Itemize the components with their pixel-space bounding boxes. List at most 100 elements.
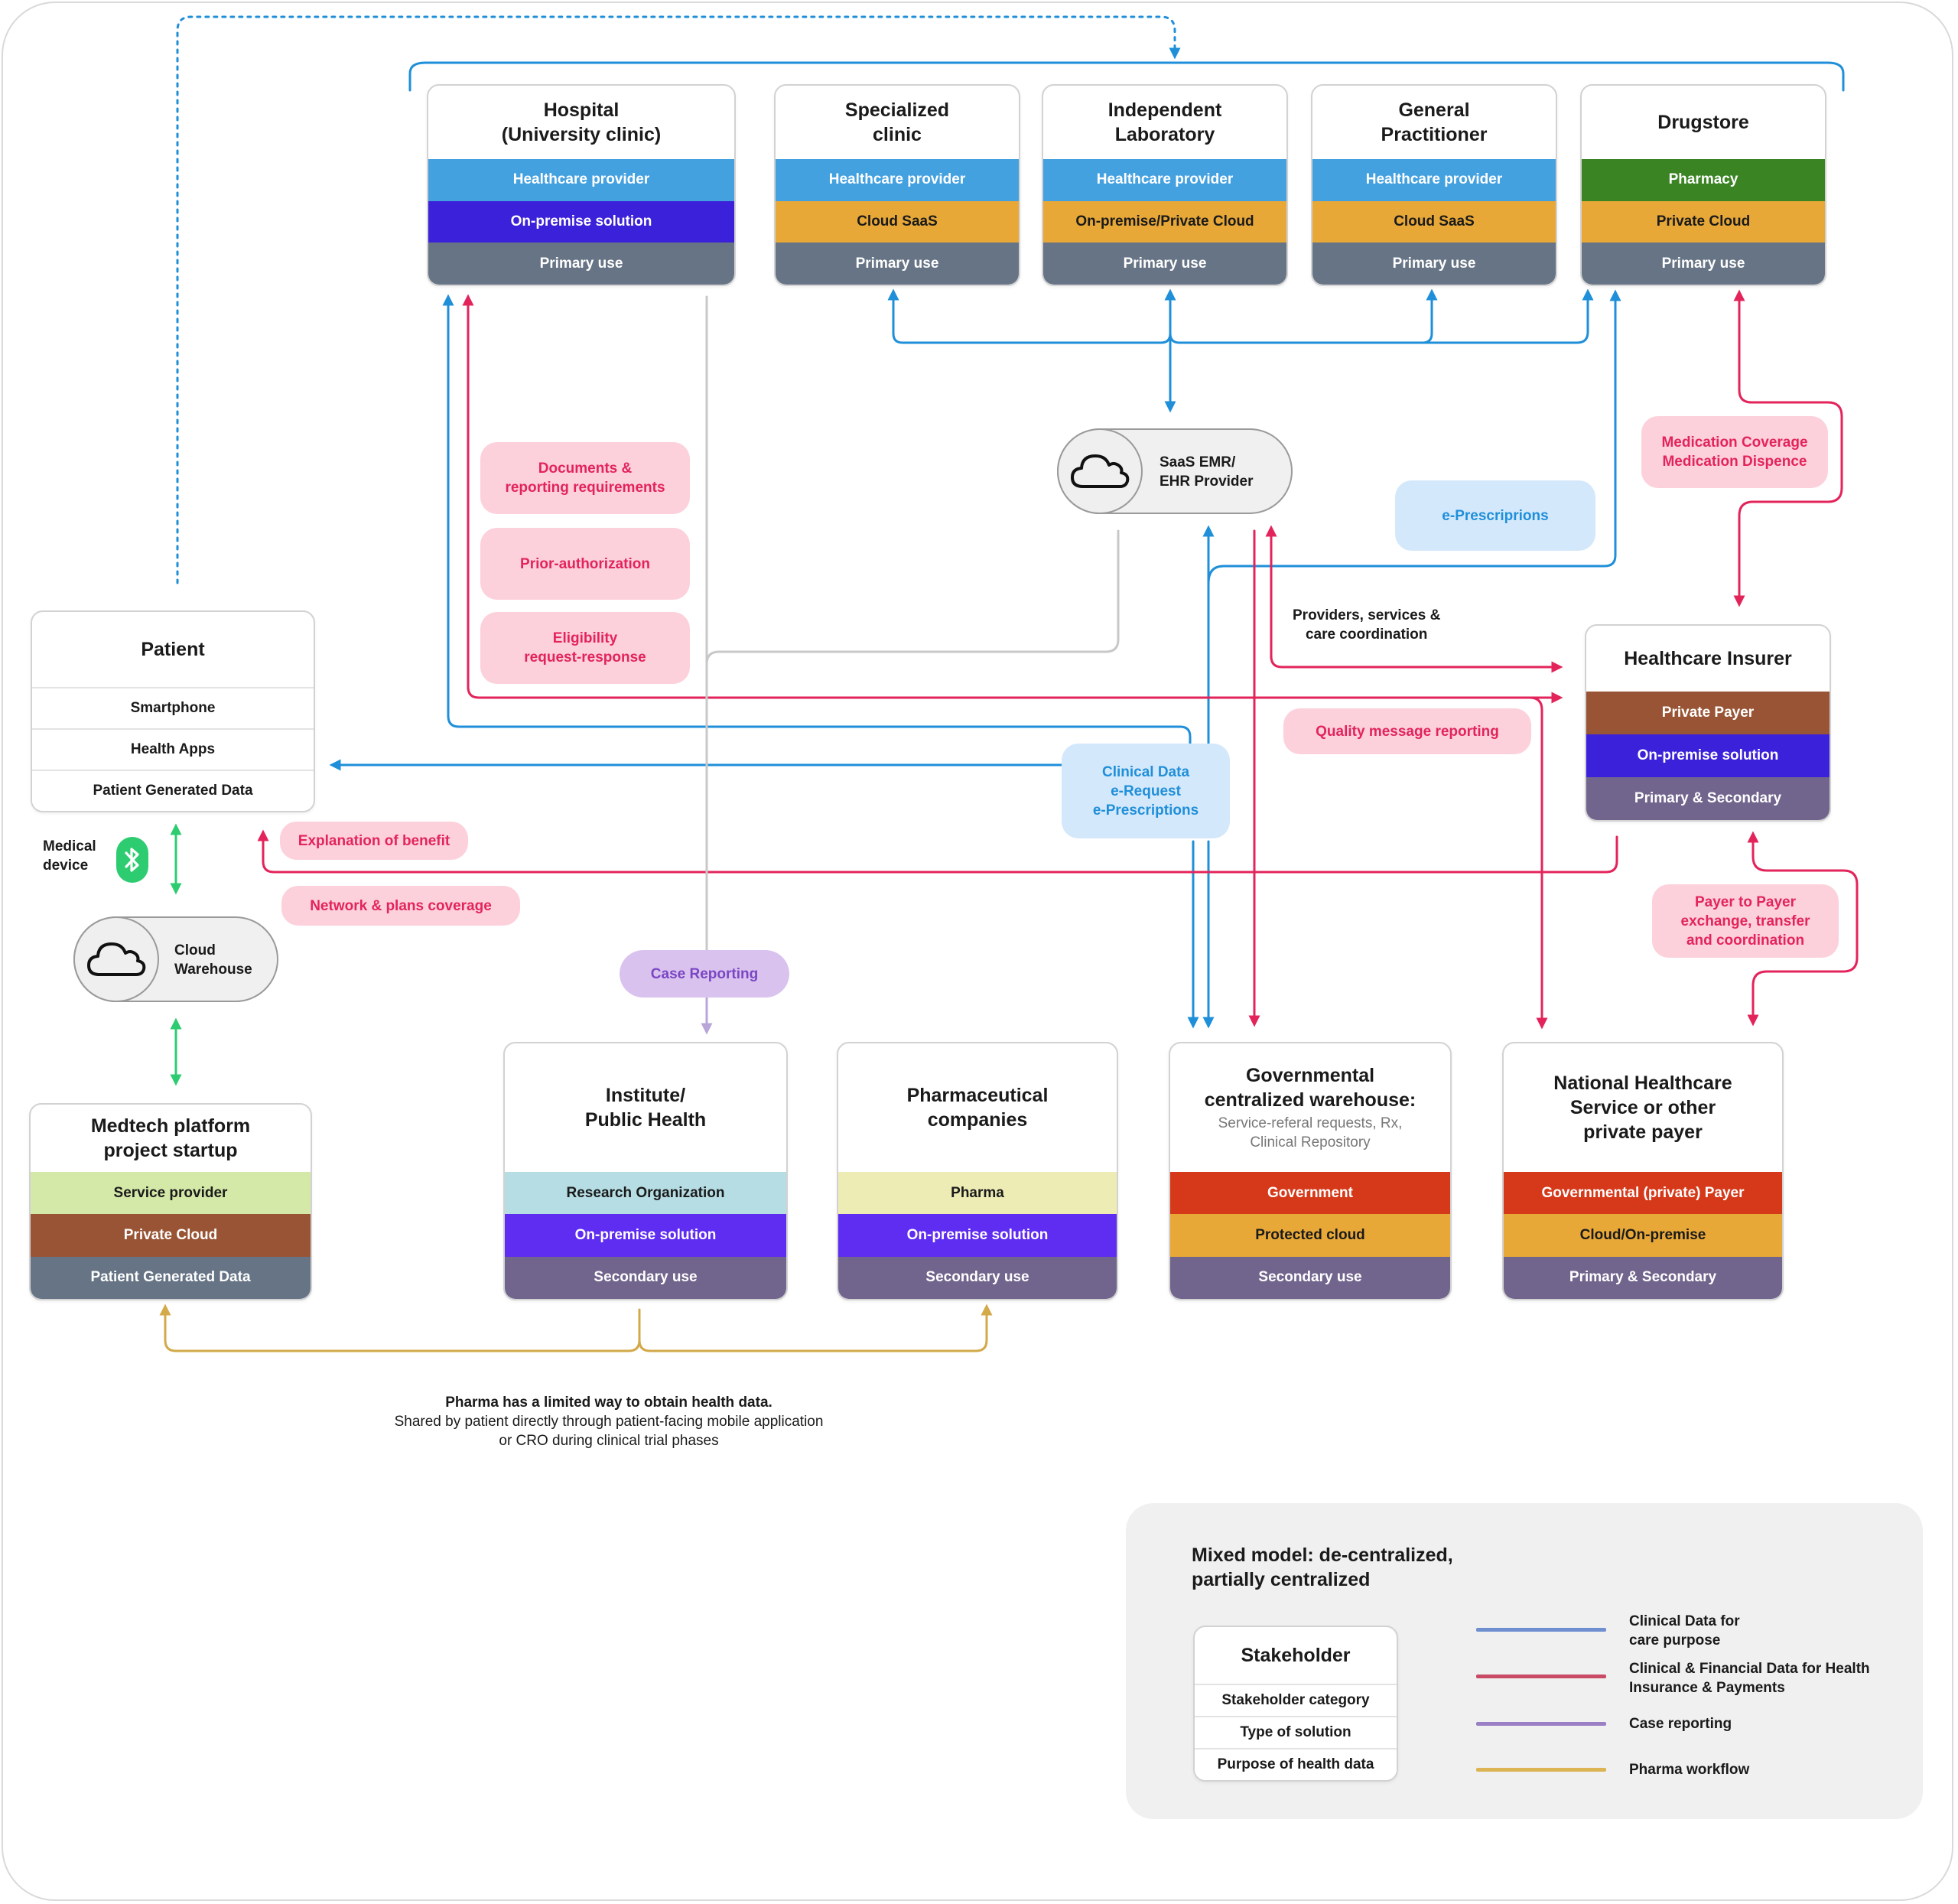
patient-row-health-apps: Health Apps	[32, 728, 314, 770]
stakeholder-card-healthcare-insurer[interactable]: Healthcare Insurer Private Payer On-prem…	[1585, 624, 1831, 822]
card-title: Medtech platform project startup	[90, 1115, 251, 1161]
data-purpose: Primary use	[776, 242, 1019, 285]
patient-row-smartphone: Smartphone	[32, 687, 314, 728]
pharma-note: Pharma has a limited way to obtain healt…	[329, 1374, 889, 1450]
label-medical-device: Medical device	[43, 838, 96, 874]
link-pink-payer-payer	[1747, 837, 1859, 1027]
top-row-bracket	[408, 61, 1845, 92]
label-documents-reporting: Documents & reporting requirements	[480, 442, 690, 514]
dotted-link-patient-top	[176, 15, 1181, 584]
label-case-reporting: Case Reporting	[620, 950, 789, 998]
link-pink-insurer-patient	[257, 829, 1618, 874]
stakeholder-category: Government	[1170, 1172, 1450, 1215]
stakeholder-card-drugstore[interactable]: Drugstore Pharmacy Private Cloud Primary…	[1580, 84, 1826, 286]
stakeholder-category: Healthcare provider	[428, 159, 734, 201]
stakeholder-category: Healthcare provider	[776, 159, 1019, 201]
data-purpose: Primary use	[1312, 242, 1556, 285]
label-explanation-of-benefit: Explanation of benefit	[280, 822, 468, 860]
pharma-note-bold: Pharma has a limited way to obtain healt…	[445, 1395, 772, 1411]
card-title: Healthcare Insurer	[1624, 648, 1792, 669]
data-purpose: Primary & Secondary	[1586, 777, 1830, 820]
patient-row-generated-data: Patient Generated Data	[32, 770, 314, 811]
stakeholder-card-national-payer[interactable]: National Healthcare Service or other pri…	[1502, 1042, 1784, 1300]
label-medication-coverage: Medication Coverage Medication Dispence	[1641, 416, 1828, 488]
data-purpose: Secondary use	[505, 1256, 786, 1299]
label-network-plans: Network & plans coverage	[281, 886, 520, 926]
stakeholder-category: Research Organization	[505, 1172, 786, 1215]
legend-row-solution: Type of solution	[1195, 1716, 1397, 1748]
stakeholder-card-government-warehouse[interactable]: Governmental centralized warehouse: Serv…	[1169, 1042, 1452, 1300]
solution-type: Private Cloud	[1582, 200, 1825, 243]
data-purpose: Patient Generated Data	[31, 1256, 311, 1299]
saas-emr-label: SaaS EMR/ EHR Provider	[1160, 454, 1254, 490]
link-pink-saas-insurer	[1270, 529, 1563, 673]
solution-type: On-premise solution	[428, 200, 734, 243]
data-purpose: Primary & Secondary	[1504, 1256, 1782, 1299]
stakeholder-category: Pharmacy	[1582, 159, 1825, 201]
saas-emr-provider-node[interactable]: SaaS EMR/ EHR Provider	[1057, 428, 1293, 514]
stakeholder-card-specialized-clinic[interactable]: Specialized clinic Healthcare provider C…	[774, 84, 1020, 286]
stakeholder-card-public-health[interactable]: Institute/ Public Health Research Organi…	[503, 1042, 788, 1300]
legend-label-insurance: Clinical & Financial Data for Health Ins…	[1629, 1661, 1870, 1696]
stakeholder-category: Governmental (private) Payer	[1504, 1172, 1782, 1215]
link-gold-pharma	[164, 1308, 988, 1352]
cloud-icon	[73, 916, 159, 1002]
legend-label-clinical: Clinical Data for care purpose	[1629, 1613, 1740, 1649]
stakeholder-category: Healthcare provider	[1043, 159, 1286, 201]
card-title: General Practitioner	[1381, 99, 1488, 145]
cloud-warehouse-node[interactable]: Cloud Warehouse	[73, 916, 278, 1002]
solution-type: Cloud SaaS	[776, 200, 1019, 243]
stakeholder-card-independent-laboratory[interactable]: Independent Laboratory Healthcare provid…	[1042, 84, 1288, 286]
stakeholder-card-medtech[interactable]: Medtech platform project startup Service…	[29, 1103, 312, 1300]
data-purpose: Primary use	[428, 242, 734, 285]
card-title: Independent Laboratory	[1107, 99, 1222, 145]
solution-type: On-premise solution	[1586, 734, 1830, 777]
legend-label-pharma: Pharma workflow	[1629, 1762, 1750, 1778]
label-eligibility: Eligibility request-response	[480, 612, 690, 684]
card-title: National Healthcare Service or other pri…	[1553, 1072, 1732, 1143]
data-purpose: Primary use	[1582, 242, 1825, 285]
link-blue-hospital	[442, 294, 1192, 747]
stakeholder-card-hospital[interactable]: Hospital (University clinic) Healthcare …	[427, 84, 736, 286]
label-quality-message: Quality message reporting	[1283, 708, 1531, 754]
card-title: Hospital (University clinic)	[501, 99, 662, 145]
solution-type: Cloud SaaS	[1312, 200, 1556, 243]
legend-row-category: Stakeholder category	[1195, 1684, 1397, 1716]
label-prior-authorization: Prior-authorization	[480, 528, 690, 600]
stakeholder-card-patient[interactable]: Patient Smartphone Health Apps Patient G…	[31, 610, 315, 812]
link-saas-to-top-row	[892, 293, 1589, 407]
label-e-prescriptions: e-Prescriprions	[1395, 480, 1595, 551]
cloud-icon	[1057, 428, 1143, 514]
legend-panel: Mixed model: de-centralized, partially c…	[1126, 1503, 1923, 1819]
legend-label-case: Case reporting	[1629, 1716, 1732, 1732]
data-purpose: Secondary use	[838, 1256, 1117, 1299]
link-blue-drugstore	[1207, 289, 1621, 584]
link-pink-drugstore-insurer	[1733, 292, 1843, 607]
stakeholder-category: Service provider	[31, 1172, 311, 1215]
stakeholder-card-general-practitioner[interactable]: General Practitioner Healthcare provider…	[1311, 84, 1557, 286]
legend-swatch-case	[1476, 1722, 1606, 1726]
stakeholder-category: Pharma	[838, 1172, 1117, 1215]
legend-swatch-pharma	[1476, 1768, 1606, 1772]
label-payer-to-payer: Payer to Payer exchange, transfer and co…	[1652, 884, 1839, 958]
label-providers-coordination: Providers, services & care coordination	[1293, 607, 1441, 643]
bluetooth-icon	[116, 837, 148, 883]
legend-sample-card: Stakeholder Stakeholder category Type of…	[1193, 1626, 1398, 1782]
stakeholder-card-pharma-companies[interactable]: Pharmaceutical companies Pharma On-premi…	[837, 1042, 1118, 1300]
stakeholder-category: Private Payer	[1586, 692, 1830, 734]
card-title: Drugstore	[1657, 112, 1749, 133]
cloud-warehouse-label: Cloud Warehouse	[174, 942, 252, 978]
data-purpose: Primary use	[1043, 242, 1286, 285]
label-clinical-data: Clinical Data e-Request e-Prescriptions	[1062, 744, 1230, 838]
solution-type: Private Cloud	[31, 1214, 311, 1257]
solution-type: On-premise solution	[505, 1214, 786, 1257]
link-pink-national	[1528, 696, 1548, 1030]
solution-type: Cloud/On-premise	[1504, 1214, 1782, 1257]
legend-swatch-insurance	[1476, 1675, 1606, 1678]
card-subtitle: Service-referal requests, Rx, Clinical R…	[1218, 1115, 1403, 1151]
legend-row-purpose: Purpose of health data	[1195, 1748, 1397, 1780]
card-title: Institute/ Public Health	[584, 1085, 707, 1131]
card-title: Stakeholder	[1241, 1645, 1351, 1666]
link-gray-saas	[705, 529, 1120, 666]
